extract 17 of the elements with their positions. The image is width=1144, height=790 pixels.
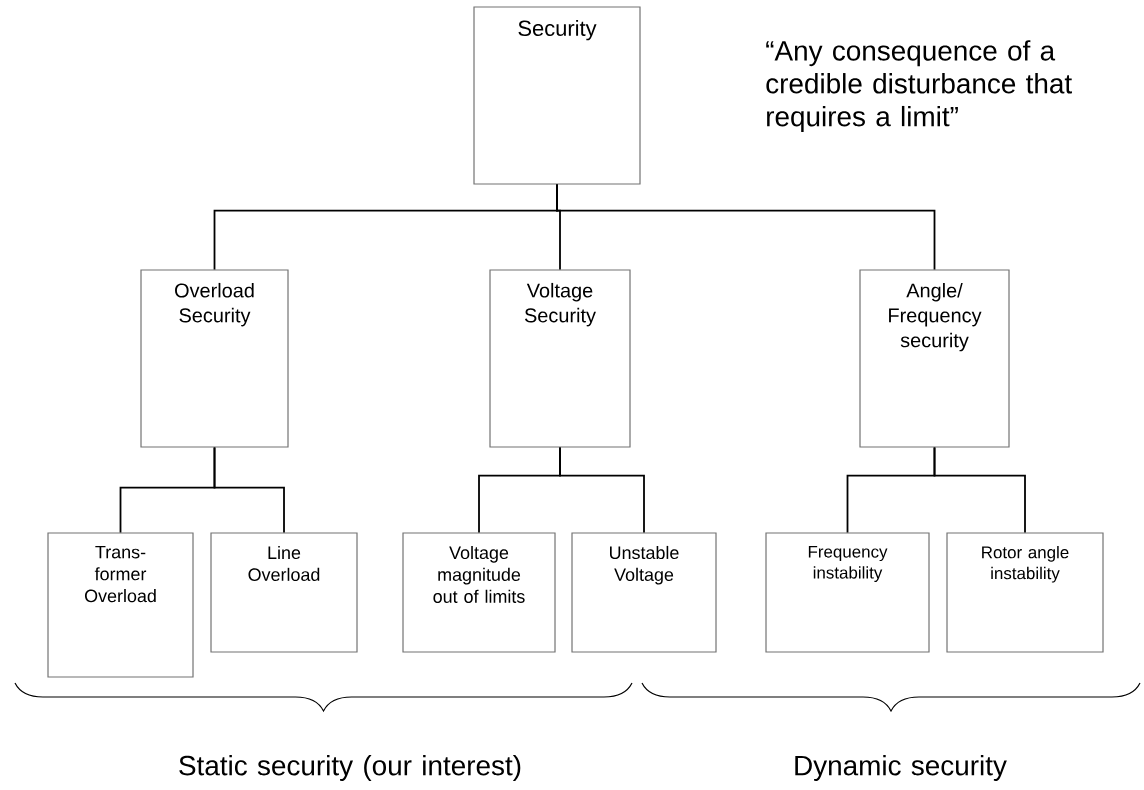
category-box: Trans- former Overload xyxy=(47,532,194,678)
category-box: Angle/ Frequency security xyxy=(859,269,1010,448)
category-box: Overload Security xyxy=(140,269,289,448)
category-box: Line Overload xyxy=(210,532,358,653)
connector-line xyxy=(559,446,645,534)
category-box: Voltage magnitude out of limits xyxy=(402,532,556,653)
group-label: Dynamic security xyxy=(795,755,1007,781)
connector-line xyxy=(556,183,936,271)
category-box: Frequency instability xyxy=(765,532,930,653)
definition-quote: “Any consequence of a credible disturbance that requires a limit” xyxy=(766,40,1072,132)
category-box: Unstable Voltage xyxy=(571,532,717,653)
group-label: Static security (our interest) xyxy=(179,755,521,781)
connector-line xyxy=(933,446,1026,534)
connector-line xyxy=(213,446,285,534)
category-box: Rotor angle instability xyxy=(946,532,1104,653)
category-box: Security xyxy=(473,6,641,185)
category-box: Voltage Security xyxy=(489,269,631,448)
